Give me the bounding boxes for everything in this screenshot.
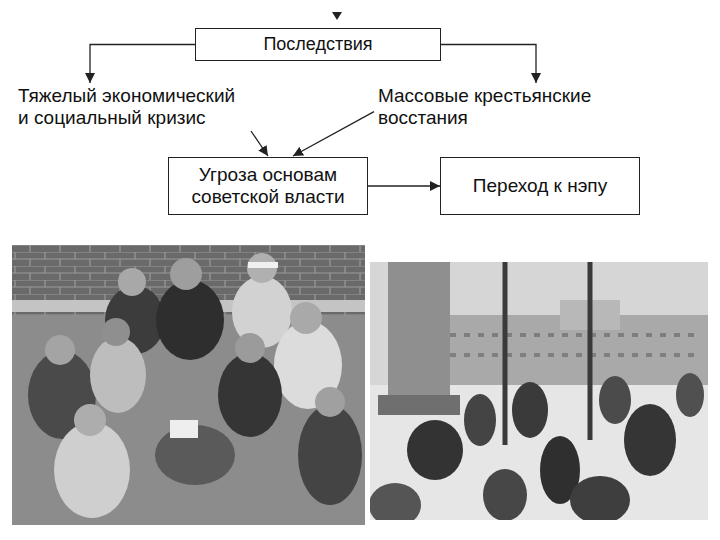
process-box: Переход к нэпу (440, 157, 640, 215)
flow-arrow (251, 131, 268, 156)
child-figure (156, 280, 224, 360)
flow-arrow (368, 185, 440, 186)
monument-pedestal (388, 262, 450, 402)
node-text: Последствия (204, 34, 432, 55)
food-bowl (170, 420, 198, 438)
child-head (102, 318, 130, 346)
consequence-text: Тяжелый экономический и социальный кризи… (16, 84, 271, 130)
building-windows (450, 335, 700, 355)
street-crowd-photo (370, 262, 708, 520)
node-text: Массовые крестьянские восстания (378, 85, 614, 129)
crowd-figure (624, 404, 676, 476)
process-box: Угроза основам советской власти (168, 157, 368, 215)
child-head (74, 404, 106, 436)
child-head (235, 333, 265, 363)
monument-base (378, 395, 460, 415)
node-text: Тяжелый экономический и социальный кризи… (18, 85, 269, 129)
consequence-text: Массовые крестьянские восстания (376, 84, 616, 130)
child-head (290, 302, 322, 334)
flow-arrow (90, 45, 195, 84)
child-head (315, 387, 345, 417)
child-head (170, 258, 202, 290)
street-children-photo (12, 245, 365, 525)
child-figure (54, 422, 130, 518)
head-bandage (248, 262, 278, 268)
crowd-figure (599, 376, 631, 424)
child-head (45, 335, 75, 365)
node-text: Угроза основам советской власти (177, 164, 359, 208)
flow-arrow (441, 45, 536, 84)
crowd-figure (407, 420, 463, 480)
child-figure (298, 405, 362, 505)
crowd-figure (464, 394, 496, 446)
crowd-figure (370, 483, 421, 520)
crowd-figure (483, 469, 527, 520)
child-figure (90, 337, 146, 413)
photo-ground (12, 245, 365, 525)
child-figure (218, 353, 282, 437)
child-head (247, 253, 277, 283)
photo-sky (370, 262, 708, 520)
street-poles (505, 262, 590, 445)
crowd-figure (676, 373, 704, 417)
flow-arrow (293, 112, 374, 156)
crowd-figure (512, 382, 548, 438)
heading-box: Последствия (195, 28, 441, 61)
incoming-arrowhead (332, 12, 342, 20)
node-text: Переход к нэпу (449, 175, 631, 197)
crowd-figure (570, 476, 630, 520)
child-head (118, 268, 146, 296)
